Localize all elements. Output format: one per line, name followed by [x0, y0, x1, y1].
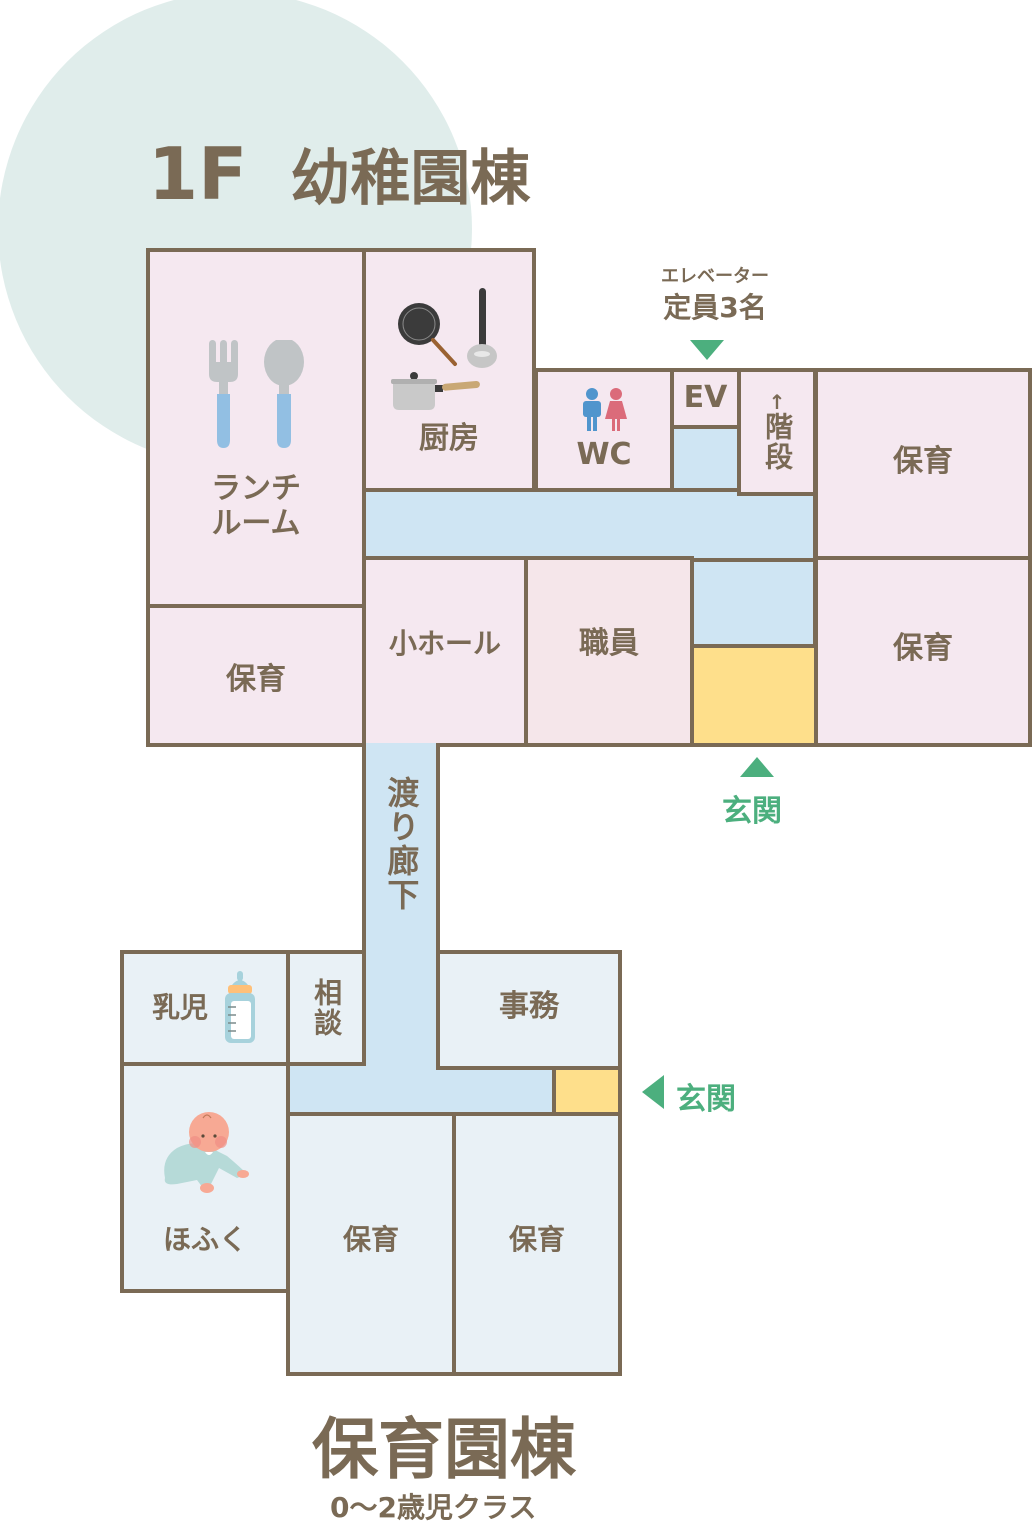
elevator-note: エレベーター 定員3名 — [640, 262, 790, 326]
nursery-subtitle: 0〜2歳児クラス — [330, 1491, 537, 1524]
staff-room[interactable]: 職員 — [524, 556, 694, 747]
nursery-corridor-horizontal — [288, 1064, 558, 1116]
building-name: 幼稚園棟 — [290, 144, 531, 214]
fork-spoon-icon — [209, 340, 304, 448]
lunch-room[interactable]: ランチ ルーム — [146, 248, 366, 608]
small-hall-label: 小ホール — [388, 627, 501, 661]
consultation-label: 相談 — [310, 978, 344, 1038]
floor-number: 1F — [148, 132, 248, 216]
staff-label: 職員 — [579, 626, 639, 662]
cookware-icon — [391, 288, 497, 410]
stairs-label: 階段 — [761, 412, 795, 472]
consultation-room[interactable]: 相談 — [286, 950, 366, 1066]
corridor-vertical-walls — [670, 425, 817, 650]
kitchen-label: 厨房 — [419, 421, 479, 456]
connecting-corridor: 渡り廊下 — [362, 743, 440, 955]
floor-title: 1F 幼稚園棟 — [148, 130, 530, 217]
childcare-room-left[interactable]: 保育 — [146, 604, 366, 747]
crawling-room[interactable]: ほふく — [120, 1062, 290, 1293]
childcare-mid-right-label: 保育 — [893, 631, 953, 667]
elevator-pointer-icon — [690, 340, 724, 360]
wc-label: WC — [576, 436, 632, 472]
infant-label: 乳児 — [151, 990, 208, 1024]
lunch-room-label-line2: ルーム — [211, 505, 301, 541]
elevator-note-line1: エレベーター — [661, 266, 769, 287]
office-room[interactable]: 事務 — [436, 950, 622, 1070]
wall-segment — [670, 425, 674, 492]
kitchen-room[interactable]: 厨房 — [362, 248, 536, 492]
baby-bottle-icon — [225, 971, 255, 1043]
nursery-childcare-room-2[interactable]: 保育 — [452, 1112, 622, 1376]
restroom-icon — [583, 387, 627, 431]
nursery-childcare-2-label: 保育 — [508, 1222, 565, 1256]
nursery-entrance-area[interactable] — [552, 1066, 622, 1116]
wall-segment — [690, 556, 694, 648]
childcare-left-label: 保育 — [226, 662, 286, 698]
elevator-note-line2: 定員3名 — [663, 291, 767, 324]
nursery-building-title: 保育園棟 — [312, 1411, 576, 1488]
connecting-corridor-label: 渡り廊下 — [382, 776, 421, 912]
entrance-pointer-left-icon — [642, 1075, 664, 1109]
childcare-room-top-right[interactable]: 保育 — [814, 368, 1032, 560]
kindergarten-entrance-label: 玄関 — [722, 794, 782, 829]
childcare-top-right-label: 保育 — [893, 443, 953, 479]
nursery-childcare-1-label: 保育 — [342, 1222, 399, 1256]
nursery-corridor-walls — [362, 950, 440, 970]
childcare-room-mid-right[interactable]: 保育 — [814, 556, 1032, 747]
crawling-label: ほふく — [162, 1223, 247, 1256]
kindergarten-entrance-area[interactable] — [690, 644, 818, 747]
entrance-pointer-up-icon — [740, 757, 774, 777]
small-hall-room[interactable]: 小ホール — [362, 556, 528, 747]
wc-room[interactable]: WC — [534, 368, 674, 492]
stairs-up-arrow-icon: ↑ — [768, 390, 786, 414]
ev-label: EV — [683, 380, 728, 416]
lunch-room-label-line1: ランチ — [211, 471, 301, 506]
crawling-baby-icon — [164, 1112, 249, 1193]
nursery-entrance-label: 玄関 — [676, 1082, 736, 1117]
office-label: 事務 — [499, 988, 559, 1024]
wall-segment — [286, 1062, 290, 1116]
elevator-room[interactable]: EV — [670, 368, 741, 429]
infant-room[interactable]: 乳児 — [120, 950, 290, 1066]
nursery-childcare-room-1[interactable]: 保育 — [286, 1112, 456, 1376]
